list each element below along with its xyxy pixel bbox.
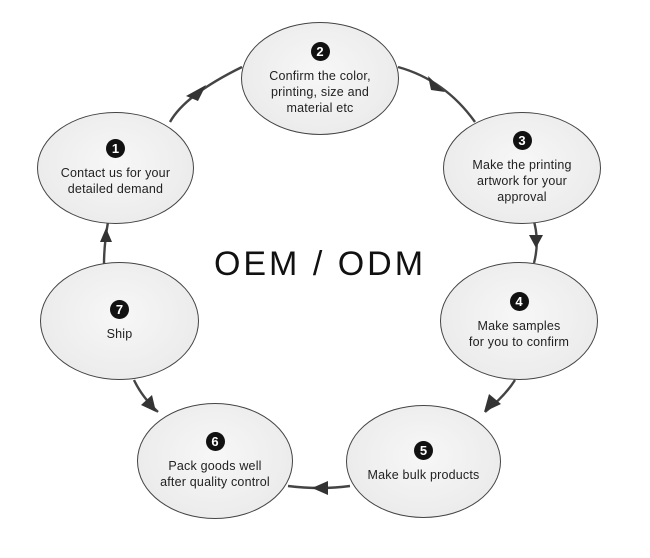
step-4-node: 4 Make samples for you to confirm [440, 262, 598, 380]
step-1-number-badge: 1 [106, 139, 125, 158]
step-2-node: 2 Confirm the color, printing, size and … [241, 22, 399, 135]
arrowhead-3-to-4 [529, 235, 543, 248]
step-1-node: 1 Contact us for your detailed demand [37, 112, 194, 224]
step-3-node: 3 Make the printing artwork for your app… [443, 112, 601, 224]
step-2-number-badge: 2 [310, 41, 330, 61]
step-4-label: Make samples for you to confirm [468, 319, 570, 349]
arrow-6-to-7 [132, 379, 159, 413]
step-5-node: 5 Make bulk products [346, 405, 501, 518]
step-5-label: Make bulk products [367, 467, 480, 482]
arrow-2-to-3 [397, 65, 476, 123]
step-2-label: Confirm the color, printing, size and ma… [269, 68, 371, 115]
diagram-title: OEM / ODM [213, 245, 427, 283]
step-3-number-badge: 3 [512, 131, 532, 150]
arrow-1-to-2 [168, 65, 243, 123]
step-6-node: 6 Pack goods well after quality control [137, 403, 293, 519]
arrowhead-7-to-1 [100, 228, 112, 242]
step-6-number-badge: 6 [205, 432, 225, 451]
step-5-number-badge: 5 [414, 440, 433, 460]
arrow-7-to-1 [102, 221, 110, 265]
step-7-label: Ship [106, 327, 133, 341]
arrowhead-6-to-7 [141, 395, 156, 412]
arrowhead-1-to-2 [186, 85, 206, 101]
step-7-number-badge: 7 [110, 300, 129, 319]
step-6-label: Pack goods well after quality control [160, 459, 270, 489]
step-1-label: Contact us for your detailed demand [60, 166, 171, 196]
step-4-number-badge: 4 [509, 292, 529, 311]
arrowhead-5-to-6 [312, 481, 328, 495]
arrowhead-4-to-5 [484, 394, 501, 412]
step-3-label: Make the printing artwork for your appro… [472, 158, 572, 204]
step-7-node: 7 Ship [40, 262, 199, 380]
arrowhead-2-to-3 [428, 76, 445, 92]
